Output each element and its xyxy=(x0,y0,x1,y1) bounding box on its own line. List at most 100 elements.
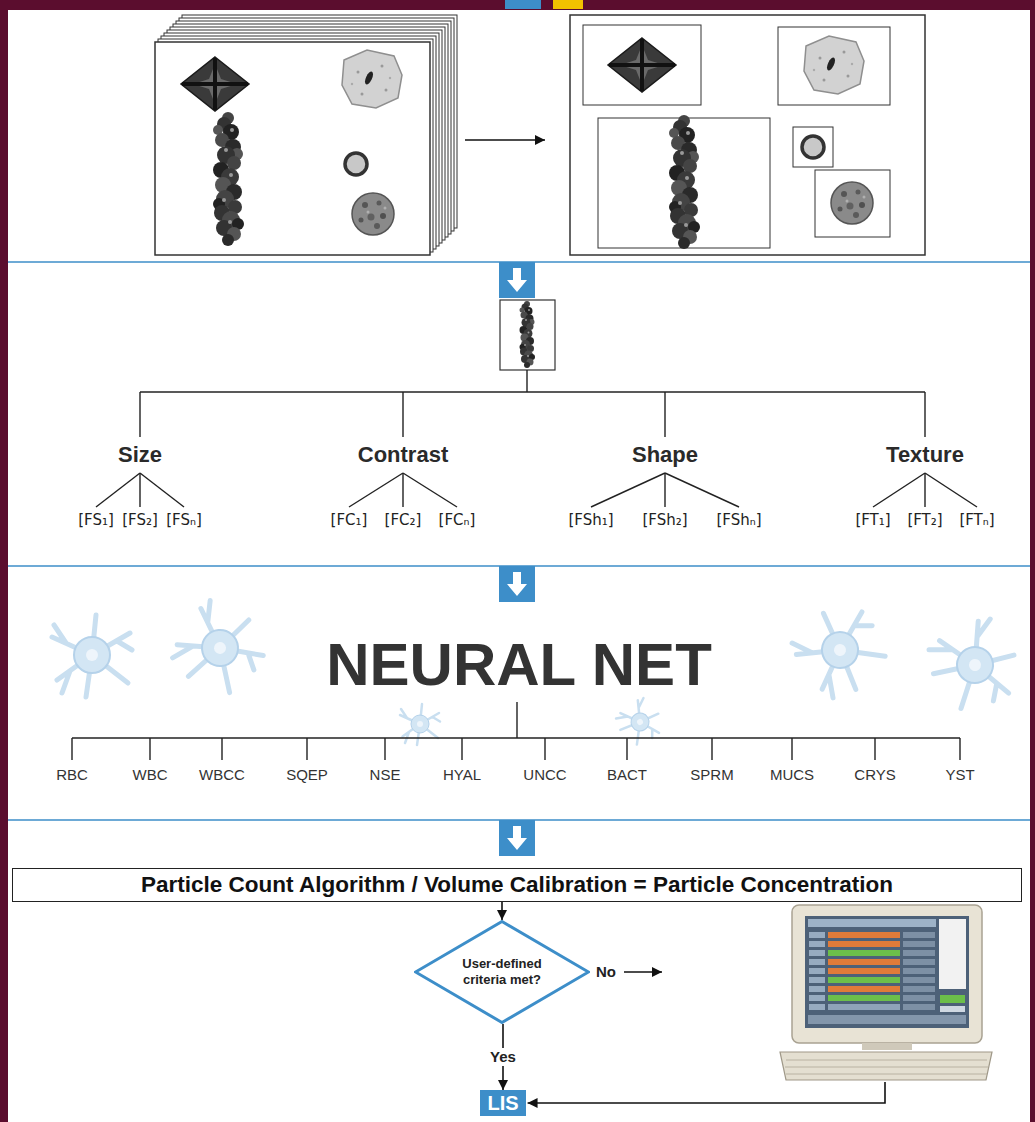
label-slot: [FS₁] xyxy=(78,511,114,529)
class-name: RBC xyxy=(56,766,88,784)
feature-name: [FShₙ] xyxy=(716,511,761,529)
label-slot: WBCC xyxy=(199,766,245,784)
neuron-background xyxy=(612,695,668,750)
white-panel xyxy=(8,10,1030,1122)
feature-group: Size xyxy=(118,442,162,467)
computer-monitor xyxy=(809,950,825,956)
computer-monitor xyxy=(828,932,900,938)
label-slot: [FT₂] xyxy=(907,511,942,529)
feature-name: [FT₂] xyxy=(907,511,942,529)
tree-line xyxy=(664,473,665,507)
label-slot: MUCS xyxy=(770,766,814,784)
tree-line xyxy=(403,473,457,507)
class-name: SPRM xyxy=(690,766,733,784)
computer-monitor xyxy=(903,950,935,956)
diamond-outline xyxy=(416,922,589,1023)
cut-title-mark xyxy=(553,0,583,9)
computer-monitor xyxy=(940,1006,965,1012)
no-arrow xyxy=(624,971,662,973)
class-name: WBCC xyxy=(199,766,245,784)
tree-line xyxy=(402,473,403,507)
computer-monitor xyxy=(828,950,900,956)
computer-monitor xyxy=(809,932,825,938)
label-slot: Size xyxy=(118,442,162,467)
neuron-background xyxy=(400,704,440,745)
label-slot: [FC₁] xyxy=(331,511,368,529)
neuron-background xyxy=(785,595,895,706)
computer-monitor xyxy=(786,1060,987,1061)
tree-line xyxy=(71,738,72,760)
tree-lines xyxy=(72,370,977,760)
node-text: Particle Count Algorithm / Volume Calibr… xyxy=(21,872,1013,898)
feature-group: Shape xyxy=(632,442,698,467)
label-slot: [FCₙ] xyxy=(439,511,476,529)
label-slot: NSE xyxy=(370,766,401,784)
segmented-particles xyxy=(669,115,700,249)
segmented-particles xyxy=(793,127,833,167)
tree-line xyxy=(139,473,140,507)
section-separator xyxy=(8,262,1030,298)
captured-particles xyxy=(352,193,394,235)
single-particle xyxy=(500,300,555,370)
segmented-particles xyxy=(778,27,890,105)
feature-name: [FT₁] xyxy=(855,511,890,529)
tree-line xyxy=(72,737,960,738)
feature-name: [FS₂] xyxy=(122,511,158,529)
captured-particles xyxy=(345,153,367,175)
edge-label: Yes xyxy=(487,1048,519,1066)
tree-line xyxy=(664,392,665,437)
segmented-particles xyxy=(608,38,676,92)
computer-monitor xyxy=(828,959,900,965)
neural-net-band: NEURAL NET xyxy=(8,600,1030,818)
tree-line xyxy=(874,738,875,760)
feature-name: [FSh₂] xyxy=(642,511,687,529)
tree-line xyxy=(526,370,527,392)
branch-label: No xyxy=(596,963,616,981)
computer-monitor xyxy=(792,905,982,1043)
computer-monitor xyxy=(828,1004,900,1010)
return-line xyxy=(528,1082,885,1103)
feature-name: [FSh₁] xyxy=(568,511,613,529)
tree-line xyxy=(665,473,739,507)
tree-line xyxy=(626,738,627,760)
single-particle xyxy=(520,301,536,368)
computer-monitor xyxy=(828,995,900,1001)
class-name: YST xyxy=(945,766,974,784)
computer-monitor xyxy=(780,905,992,1080)
segmented-particles xyxy=(802,136,824,158)
tree-line xyxy=(349,473,403,507)
tree-line xyxy=(711,738,712,760)
computer-monitor xyxy=(828,941,900,947)
computer-monitor xyxy=(903,995,935,1001)
computer-monitor xyxy=(903,986,935,992)
label-slot: [FTₙ] xyxy=(959,511,994,529)
label-slot: [FShₙ] xyxy=(716,511,761,529)
computer-monitor xyxy=(809,986,825,992)
node-text: NEURAL NET xyxy=(8,635,1030,695)
computer-monitor xyxy=(903,968,935,974)
computer-monitor xyxy=(785,1067,988,1068)
segmented-particles xyxy=(831,182,873,224)
feature-name: [FTₙ] xyxy=(959,511,994,529)
computer-monitor xyxy=(939,919,966,989)
computer-monitor xyxy=(808,919,936,927)
node-text: User-defined criteria met? xyxy=(450,956,554,989)
label-slot: HYAL xyxy=(443,766,481,784)
computer-monitor xyxy=(828,977,900,983)
label-slot: [FSh₁] xyxy=(568,511,613,529)
edge-label-slot: Yes xyxy=(487,1048,519,1066)
decision-diamond: User-defined criteria met? xyxy=(414,920,590,1024)
class-name: MUCS xyxy=(770,766,814,784)
label-slot: [FS₂] xyxy=(122,511,158,529)
label-slot: [FSₙ] xyxy=(166,511,202,529)
computer-monitor xyxy=(828,986,900,992)
class-name: SQEP xyxy=(286,766,328,784)
segmented-particles xyxy=(583,25,701,105)
computer-monitor xyxy=(809,995,825,1001)
label-slot: SPRM xyxy=(690,766,733,784)
tree-line xyxy=(402,392,403,437)
neuron-background xyxy=(922,614,1026,717)
